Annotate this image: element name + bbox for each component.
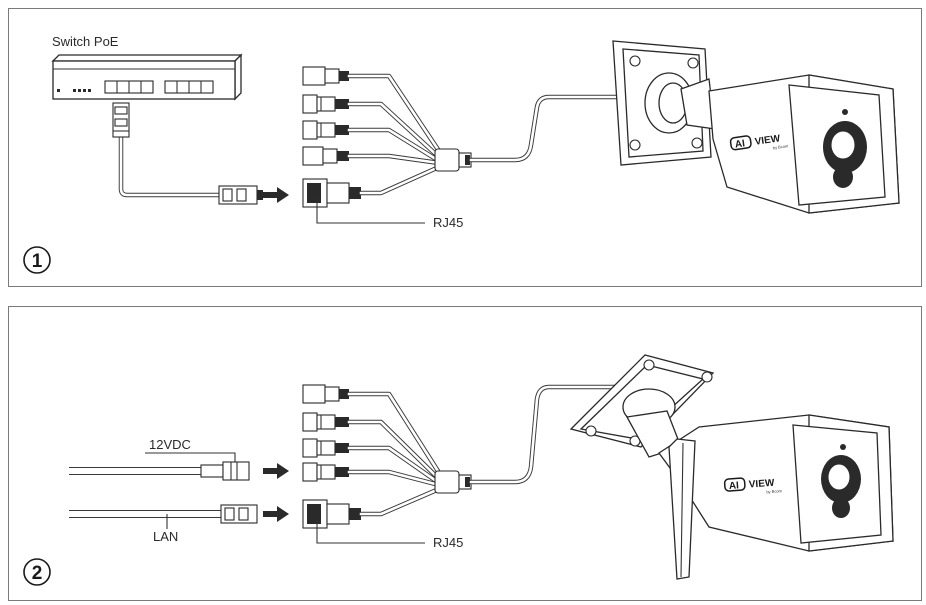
rj45-plug-icon	[218, 185, 263, 205]
arrow-right-icon	[263, 506, 289, 522]
pigtail-connectors	[302, 384, 361, 529]
rj45-leader-line	[316, 520, 425, 544]
camera-brand-logo: AI VIEW by Bcom	[729, 133, 789, 151]
svg-text:AI: AI	[729, 480, 740, 492]
pigtail-wires	[346, 391, 446, 517]
camera-cable	[468, 384, 622, 485]
cable-junction	[434, 148, 472, 172]
svg-text:by Bcom: by Bcom	[766, 488, 783, 494]
arrow-right-icon	[263, 463, 289, 479]
pigtail-wires	[346, 73, 446, 196]
dc-plug-icon	[200, 461, 250, 481]
svg-text:1: 1	[32, 251, 43, 272]
cable-junction	[434, 470, 472, 494]
rj45-leader-line	[316, 199, 425, 224]
step-number-badge: 2	[23, 558, 51, 586]
camera-cable	[468, 94, 624, 163]
poe-switch-icon	[51, 53, 243, 101]
power-label: 12VDC	[149, 437, 191, 452]
bullet-camera-icon	[569, 354, 894, 552]
svg-text:VIEW: VIEW	[748, 478, 775, 491]
power-leader-line	[145, 452, 236, 462]
rj45-plug-icon	[112, 102, 130, 138]
rj45-label: RJ45	[433, 215, 463, 230]
step-2-diagram: 12VDC LAN	[23, 354, 894, 586]
pigtail-connectors	[302, 66, 361, 208]
step-number-badge: 1	[23, 246, 51, 274]
bullet-camera-icon	[612, 40, 900, 214]
arrow-right-icon	[263, 187, 289, 203]
svg-text:VIEW: VIEW	[754, 133, 781, 148]
lan-label: LAN	[153, 529, 178, 544]
wifi-antenna-icon	[668, 438, 696, 580]
step-1-diagram: Switch PoE	[23, 34, 900, 274]
camera-brand-logo: AI VIEW by Bcom	[723, 477, 783, 494]
rj45-plug-icon	[220, 504, 258, 524]
rj45-label: RJ45	[433, 535, 463, 550]
ethernet-cable	[118, 134, 222, 198]
switch-label: Switch PoE	[52, 34, 119, 49]
svg-text:by Bcom: by Bcom	[772, 143, 789, 150]
step-2-panel: 12VDC LAN	[8, 306, 922, 601]
svg-text:2: 2	[32, 563, 43, 584]
svg-text:AI: AI	[734, 138, 746, 150]
step-1-panel: Switch PoE	[8, 8, 922, 287]
